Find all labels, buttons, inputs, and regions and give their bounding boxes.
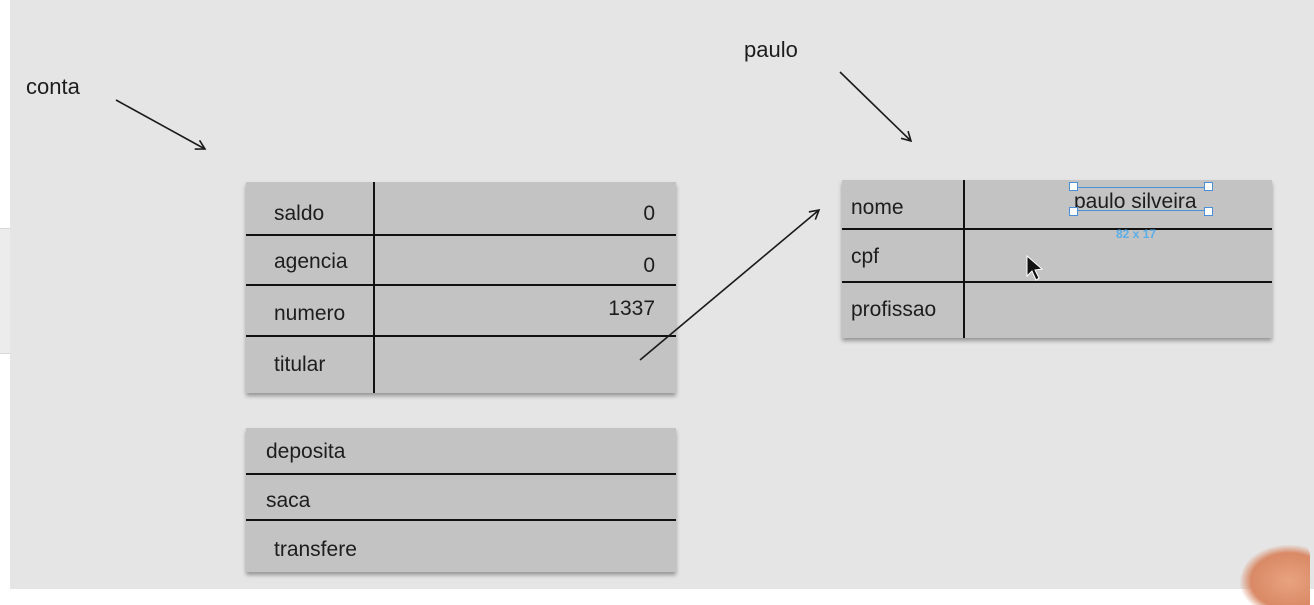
methods-table: deposita saca transfere [246,428,676,572]
selection-size-readout: 82 x 17 [1116,227,1157,241]
row-divider [246,473,676,475]
resize-handle-top-left[interactable] [1069,182,1078,191]
resize-handle-top-right[interactable] [1204,182,1213,191]
row-divider [842,228,1272,230]
row-divider [246,335,676,337]
field-saldo: saldo [274,202,325,225]
field-cpf: cpf [851,245,880,268]
text-selection-box[interactable] [1069,182,1213,216]
field-titular: titular [274,353,326,376]
value-nome[interactable]: paulo silveira [1074,190,1197,213]
row-divider [246,284,676,286]
column-divider [373,182,375,393]
value-agencia: 0 [643,254,655,277]
method-deposita: deposita [266,440,346,463]
field-agencia: agencia [274,250,348,273]
row-divider [246,519,676,521]
field-profissao: profissao [851,298,937,321]
value-saldo: 0 [643,202,655,225]
selection-top-edge [1074,187,1208,188]
column-divider [963,180,965,338]
row-divider [246,234,676,236]
method-transfere: transfere [274,538,357,561]
conta-object-table: saldo 0 agencia 0 numero 1337 titular [246,182,676,393]
paulo-label: paulo [744,37,798,62]
row-divider [842,281,1272,283]
left-edge-strip [0,228,10,354]
selection-bottom-edge [1074,210,1208,211]
conta-label: conta [26,74,80,99]
resize-handle-bottom-left[interactable] [1069,207,1078,216]
value-numero: 1337 [608,297,655,320]
field-numero: numero [274,302,346,325]
field-nome: nome [851,196,904,219]
paulo-object-table: nome paulo silveira cpf profissao [842,180,1272,338]
resize-handle-bottom-right[interactable] [1204,207,1213,216]
method-saca: saca [266,489,311,512]
